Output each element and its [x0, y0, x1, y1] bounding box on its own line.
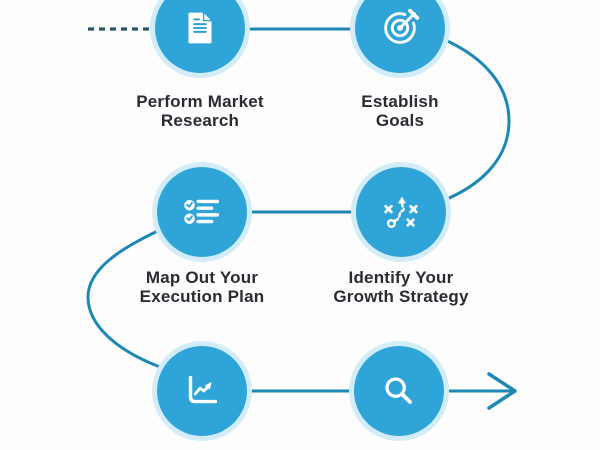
step-1-label: Perform Market Research — [80, 92, 320, 130]
label-line: Growth Strategy — [333, 286, 469, 306]
strategy-icon — [384, 196, 418, 229]
checklist-icon — [184, 199, 220, 224]
step-3-label: Map Out Your Execution Plan — [82, 268, 322, 306]
curve-connector-step3-step5 — [86, 227, 163, 369]
label-line: Research — [160, 110, 240, 130]
exit-arrowhead-icon — [487, 372, 517, 410]
step-6-circle — [354, 346, 444, 436]
step-5-circle — [157, 346, 247, 436]
step-4-circle — [356, 167, 446, 257]
label-line: Establish — [361, 92, 439, 111]
step-2-label: Establish Goals — [280, 92, 520, 130]
label-line: Execution Plan — [139, 286, 265, 306]
label-line: Map Out Your — [145, 268, 259, 287]
step-2-circle — [355, 0, 445, 73]
target-icon — [384, 8, 420, 44]
line-chart-icon — [188, 375, 218, 404]
step-1-circle — [155, 0, 245, 73]
label-line: Perform Market — [136, 92, 264, 111]
curve-connector-step2-step4 — [442, 37, 511, 201]
label-line: Identify Your — [348, 268, 454, 287]
step-4-label: Identify Your Growth Strategy — [281, 268, 521, 306]
search-icon — [385, 377, 412, 404]
step-3-circle — [157, 167, 247, 257]
document-icon — [188, 12, 212, 44]
label-line: Goals — [375, 110, 425, 130]
